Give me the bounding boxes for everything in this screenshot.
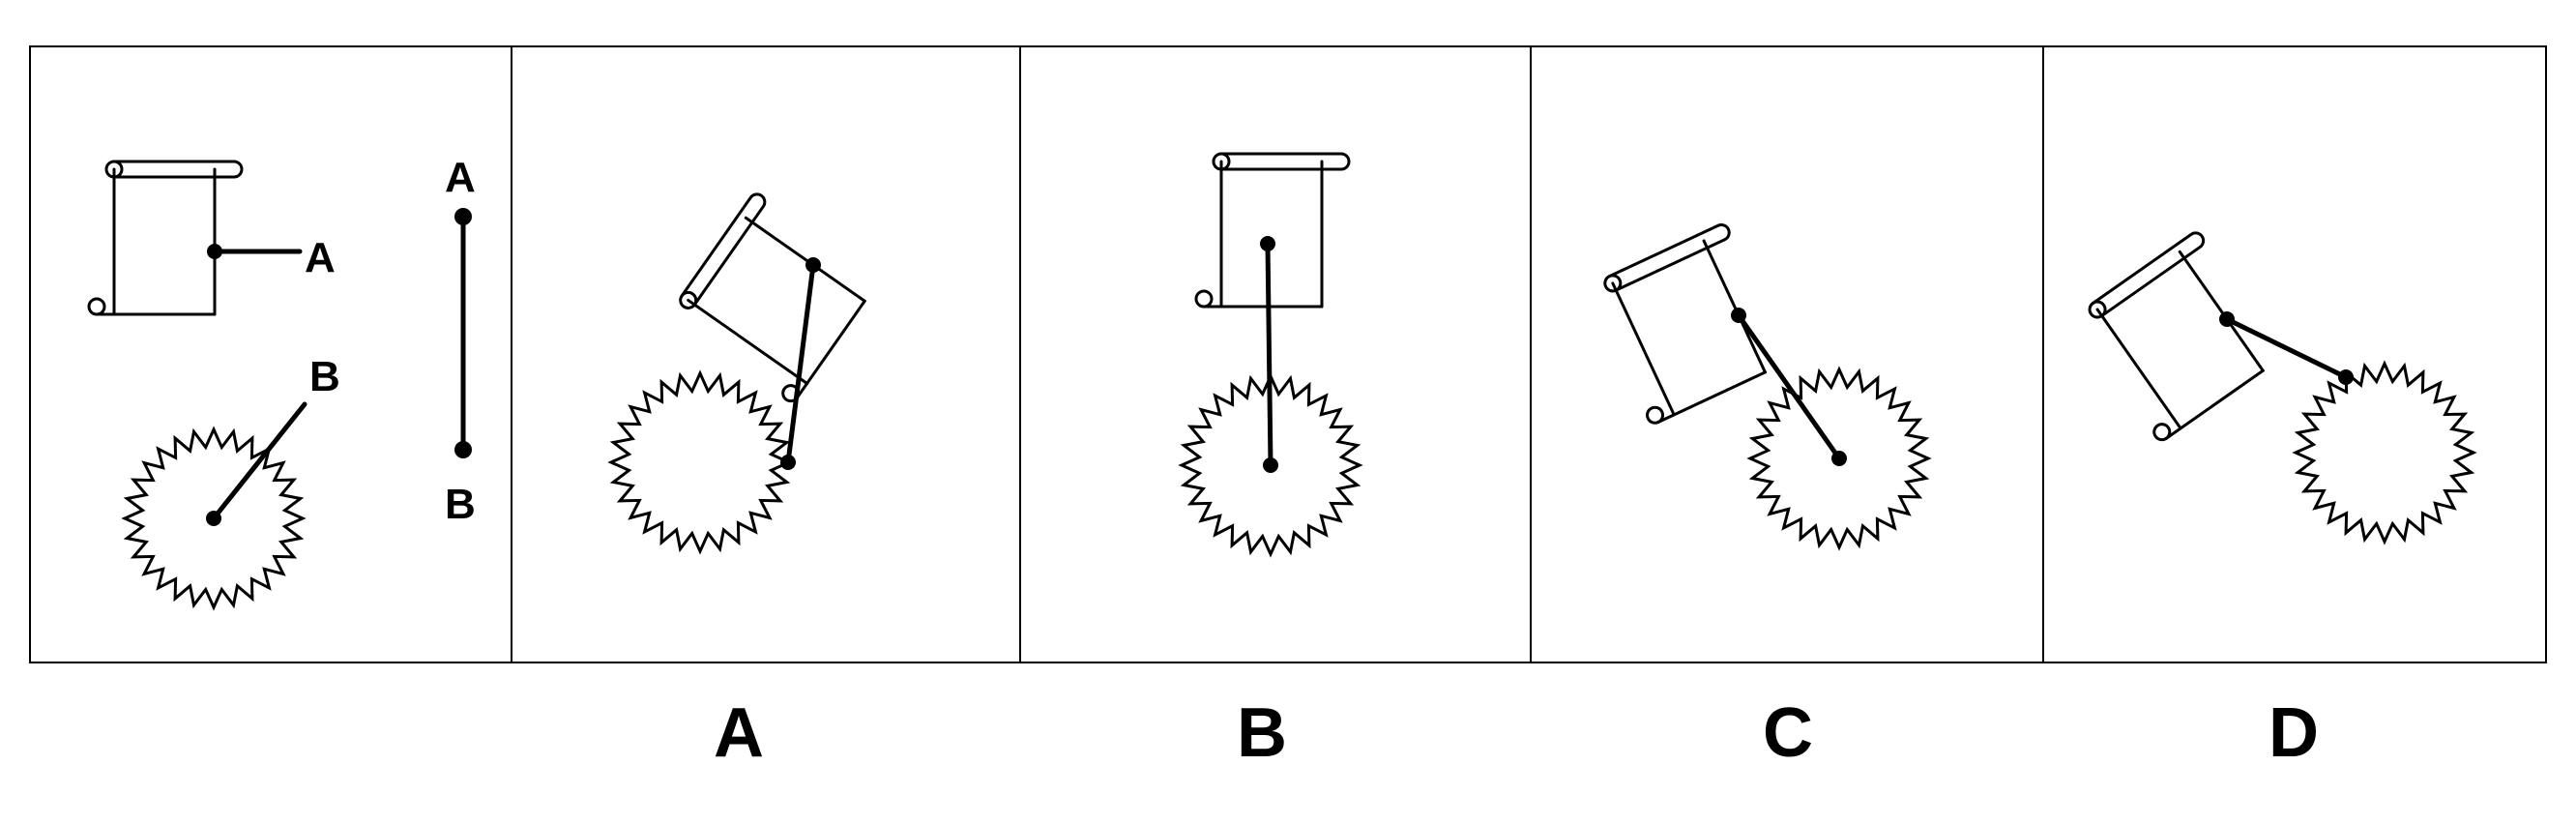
option-c-scroll [1585, 221, 1792, 427]
segment-bottom-label: B [445, 481, 476, 528]
option-a-figure [607, 190, 882, 555]
scroll-anchor-dot [207, 244, 222, 259]
option-c-gear [1746, 366, 1932, 551]
option-b-gear [1178, 372, 1363, 558]
option-b-gear-dot [1263, 457, 1278, 473]
segment-top-label: A [445, 154, 476, 201]
option-c-gear-dot [1831, 451, 1847, 466]
option-c-link [1736, 312, 1842, 461]
connector-a-label: A [305, 234, 336, 281]
panel-option-d-border [2042, 45, 2547, 663]
option-b-label: B [1237, 694, 1287, 772]
option-a-label: A [714, 694, 764, 772]
option-b-scroll-dot [1260, 236, 1275, 251]
segment-end-a [454, 208, 472, 225]
reference-gear [121, 426, 307, 611]
reference-scroll [87, 160, 244, 316]
option-d-link [2224, 316, 2349, 380]
panel-option-c-border [1530, 45, 2044, 663]
option-a-gear-dot [780, 455, 796, 470]
connector-b-line [211, 401, 307, 521]
option-b-scroll [1194, 152, 1351, 309]
option-d-label: D [2269, 694, 2319, 772]
option-b-link [1265, 241, 1273, 468]
option-d-gear [2292, 360, 2477, 545]
option-d-scroll [2070, 228, 2287, 445]
option-d-figure [2070, 228, 2477, 545]
option-c-figure [1585, 221, 1932, 551]
option-d-gear-dot [2338, 369, 2354, 385]
connector-b-label: B [309, 353, 340, 400]
option-c-scroll-dot [1731, 308, 1746, 323]
gear-anchor-dot [206, 511, 221, 526]
option-a-gear [607, 369, 793, 555]
option-a-scroll-dot [805, 257, 821, 273]
option-a-link [785, 262, 816, 465]
reference-panel: A B A B [87, 154, 476, 611]
option-b-figure [1178, 152, 1363, 558]
segment-end-b [454, 441, 472, 458]
option-c-label: C [1763, 694, 1813, 772]
option-d-scroll-dot [2219, 311, 2235, 327]
panel-option-b-border [1019, 45, 1532, 663]
